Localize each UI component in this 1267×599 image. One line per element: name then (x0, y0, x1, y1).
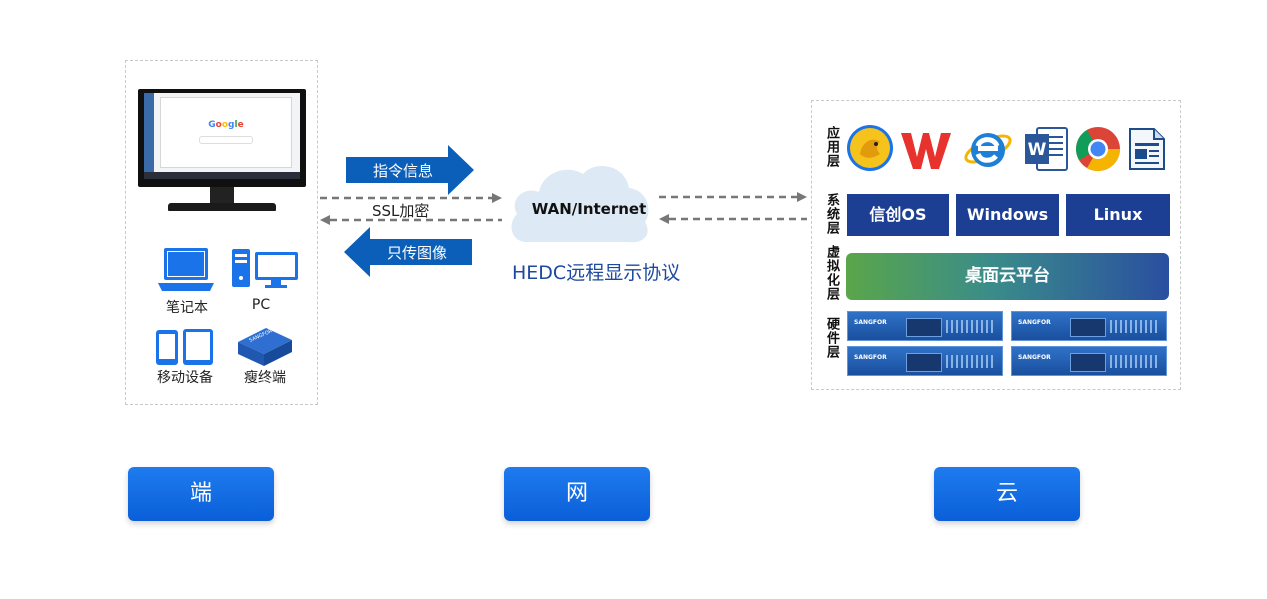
device-label-mobile: 移动设备 (157, 370, 213, 386)
tag-terminal: 端 (128, 467, 274, 521)
app-penguin-icon (847, 125, 893, 171)
protocol-label: HEDC远程显示协议 (512, 262, 681, 284)
monitor-base (168, 203, 276, 211)
server-unit: SANGFOR (847, 311, 1003, 341)
mobile-device-icon (156, 329, 213, 365)
pc-icon (232, 249, 298, 288)
server-unit: SANGFOR (847, 346, 1003, 376)
layer-label-system: 系统层 (824, 193, 839, 235)
command-arrow-label: 指令信息 (372, 162, 433, 180)
svg-text:W: W (1028, 140, 1047, 160)
chrome-icon (1076, 127, 1120, 171)
network-links-left (320, 193, 502, 225)
device-label-pc: PC (251, 297, 271, 313)
device-label-thin-client: 瘦终端 (244, 370, 286, 386)
server-unit: SANGFOR (1011, 311, 1167, 341)
ie-browser-icon (964, 133, 1012, 167)
writer-icon (1129, 128, 1165, 170)
os-box-linux: Linux (1066, 194, 1170, 236)
os-box-xinchuang: 信创OS (847, 194, 949, 236)
wps-office-icon (901, 133, 951, 169)
tag-cloud: 云 (934, 467, 1080, 521)
monitor-screen: Google (144, 93, 300, 179)
network-links-right (659, 192, 807, 224)
laptop-icon (158, 248, 214, 291)
desktop-cloud-platform: 桌面云平台 (846, 253, 1169, 300)
image-arrow (344, 227, 472, 277)
server-unit: SANGFOR (1011, 346, 1167, 376)
cloud-label: WAN/Internet (531, 200, 647, 218)
layer-label-app: 应用层 (824, 126, 839, 168)
os-box-windows: Windows (956, 194, 1059, 236)
server-brand: SANGFOR (1018, 319, 1051, 326)
device-label-laptop: 笔记本 (166, 300, 208, 316)
command-arrow (346, 145, 474, 195)
terminal-panel (125, 60, 318, 405)
word-icon: W (1025, 127, 1068, 171)
layer-label-virtual: 虚拟化层 (824, 245, 839, 301)
server-brand: SANGFOR (1018, 354, 1051, 361)
server-brand: SANGFOR (854, 354, 887, 361)
tag-network: 网 (504, 467, 650, 521)
cloud-panel (811, 100, 1181, 390)
monitor-stand (210, 187, 234, 203)
cloud-shape (511, 165, 649, 243)
server-brand: SANGFOR (854, 319, 887, 326)
ssl-label: SSL加密 (372, 202, 430, 220)
thin-client-icon: SANGFOR (238, 328, 292, 366)
image-arrow-label: 只传图像 (386, 244, 447, 262)
screen-logo: Google (208, 120, 244, 130)
layer-label-hardware: 硬件层 (824, 317, 839, 359)
